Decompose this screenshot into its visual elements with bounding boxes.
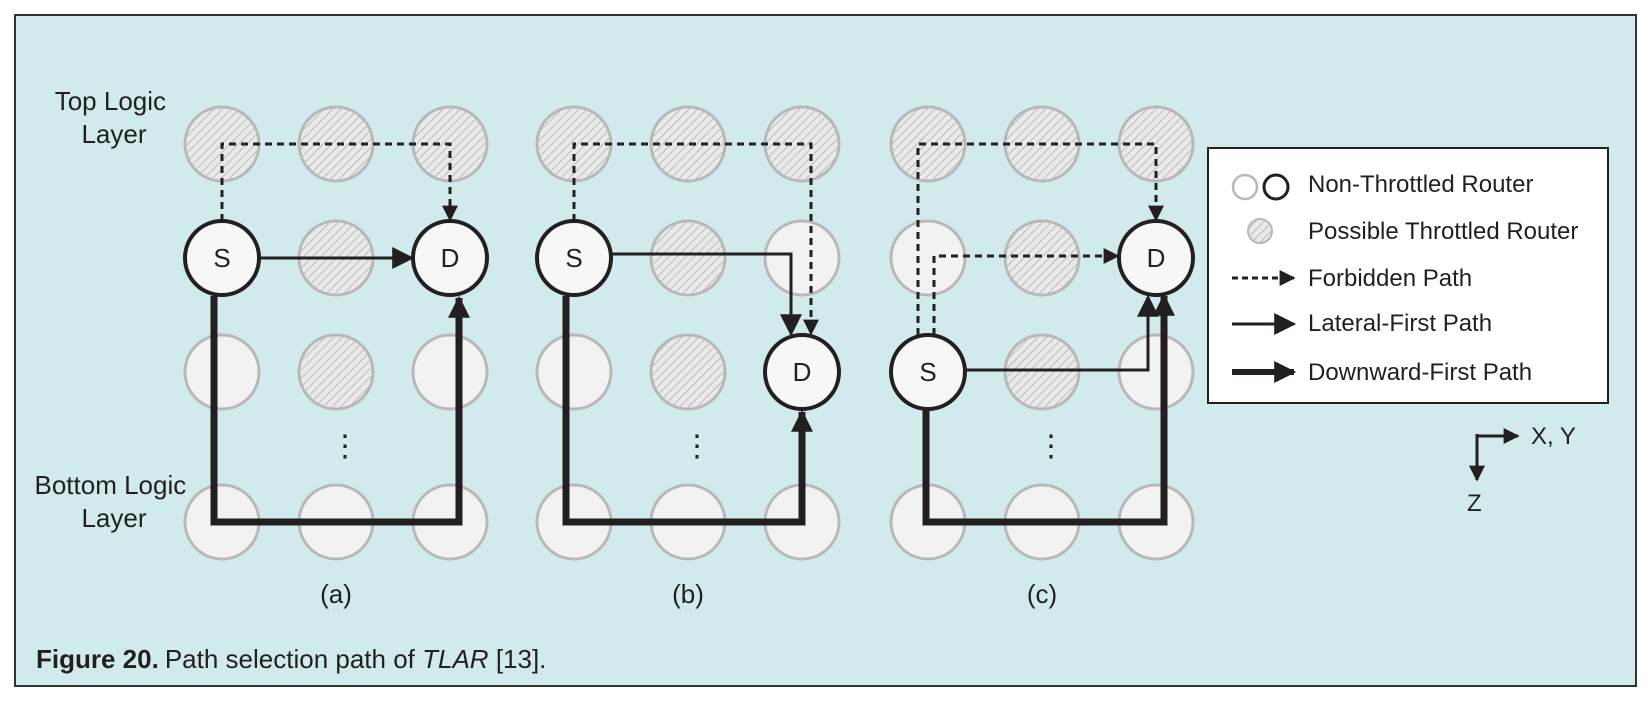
destination-label: D xyxy=(1147,243,1166,273)
legend-label: Forbidden Path xyxy=(1308,265,1472,292)
panel-a: ⋮ S D (a) xyxy=(183,105,489,609)
source-label: S xyxy=(213,243,230,273)
panel-caption: (b) xyxy=(672,579,704,609)
ellipsis-dots: ⋮ xyxy=(682,430,712,463)
source-router xyxy=(889,333,967,411)
router-throttled xyxy=(297,333,375,411)
router xyxy=(183,333,261,411)
figure-caption: Figure 20.Path selection path of TLAR [1… xyxy=(36,644,546,675)
caption-italic: TLAR xyxy=(422,644,489,674)
destination-label: D xyxy=(793,357,812,387)
router-throttled xyxy=(649,333,727,411)
router xyxy=(535,333,613,411)
xy-axis-label: X, Y xyxy=(1531,423,1576,450)
legend-label: Downward-First Path xyxy=(1308,359,1532,386)
destination-label: D xyxy=(441,243,460,273)
z-axis-label: Z xyxy=(1467,490,1482,517)
panel-b: ⋮ S D (b) xyxy=(535,105,841,609)
figure-number: Figure 20. xyxy=(36,644,159,674)
ellipsis-dots: ⋮ xyxy=(1036,430,1066,463)
legend-label: Lateral-First Path xyxy=(1308,310,1492,337)
non-throttled-router-icon xyxy=(1231,173,1259,201)
axis-indicator: X, Y Z xyxy=(1467,423,1576,517)
panel-caption: (c) xyxy=(1027,579,1057,609)
legend-label: Possible Throttled Router xyxy=(1308,218,1578,245)
router xyxy=(1117,333,1195,411)
panel-caption: (a) xyxy=(320,579,352,609)
legend-label: Non-Throttled Router xyxy=(1308,171,1533,198)
non-throttled-router-icon xyxy=(1262,173,1290,201)
downward-first-path xyxy=(562,296,813,526)
possible-throttled-router-icon xyxy=(1247,218,1273,244)
source-router xyxy=(535,219,613,297)
downward-first-path xyxy=(210,295,470,526)
router-throttled xyxy=(1117,105,1195,183)
bottom-layer-label: Bottom Logic Layer xyxy=(35,470,194,533)
panel-c: ⋮ S D (c) xyxy=(889,105,1195,609)
source-label: S xyxy=(565,243,582,273)
caption-text: Path selection path of xyxy=(164,644,423,674)
router xyxy=(763,219,841,297)
router-throttled xyxy=(1003,219,1081,297)
router-throttled xyxy=(649,219,727,297)
forbidden-path xyxy=(932,248,1120,335)
legend: Non-Throttled Router Possible Throttled … xyxy=(1207,147,1609,404)
forbidden-path xyxy=(572,142,819,336)
caption-reference: [13]. xyxy=(488,644,547,674)
ellipsis-dots: ⋮ xyxy=(330,430,360,463)
router-throttled xyxy=(1003,333,1081,411)
destination-router xyxy=(763,333,841,411)
router-throttled xyxy=(889,105,967,183)
lateral-first-path xyxy=(611,252,802,337)
router xyxy=(411,333,489,411)
router xyxy=(889,219,967,297)
forbidden-path xyxy=(220,142,458,222)
downward-first-path xyxy=(922,293,1175,526)
top-layer-label: Top Logic Layer xyxy=(55,86,174,149)
source-label: S xyxy=(919,357,936,387)
lateral-first-path xyxy=(965,294,1159,372)
